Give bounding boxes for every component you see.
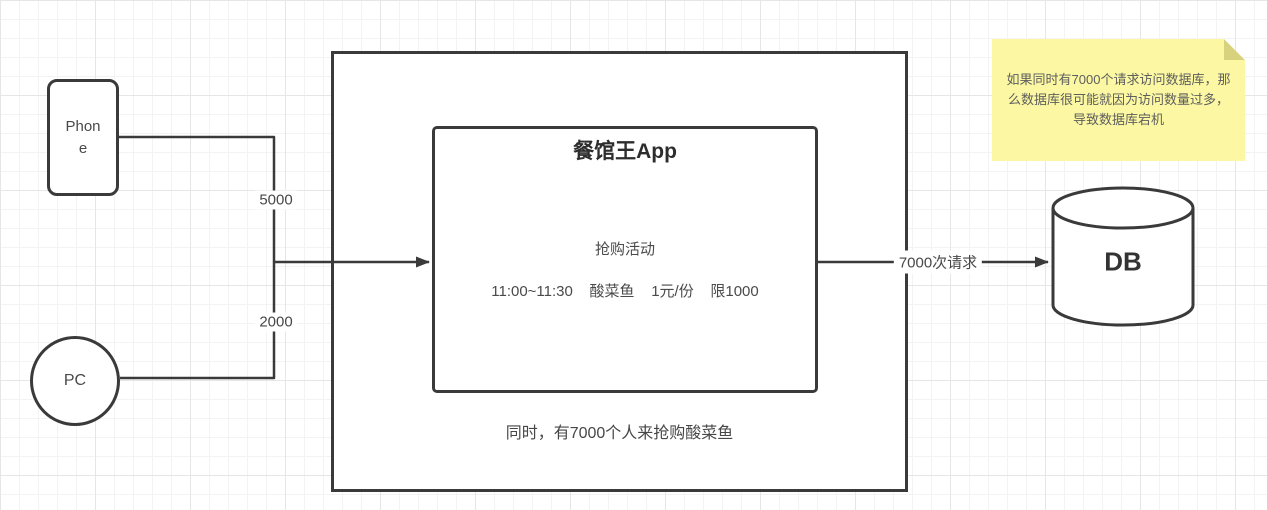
edge-phone-to-junction[interactable] (119, 135, 276, 262)
sticky-note-text: 如果同时有7000个请求访问数据库，那么数据库很可能就因为访问数量过多，导致数据… (1006, 72, 1231, 127)
pc-node[interactable]: PC (30, 336, 120, 426)
edge-label-db-requests: 7000次请求 (893, 250, 983, 274)
note-fold-corner-icon (1224, 39, 1245, 60)
activity-detail: 11:00~11:30 酸菜鱼 1元/份 限1000 (491, 283, 759, 300)
sticky-note[interactable]: 如果同时有7000个请求访问数据库，那么数据库很可能就因为访问数量过多，导致数据… (992, 39, 1245, 161)
phone-node-label: Phone (65, 117, 101, 157)
db-node-label: DB (1104, 246, 1142, 277)
db-cylinder-top (1051, 186, 1195, 230)
app-container-caption: 同时，有7000个人来抢购酸菜鱼 (505, 425, 734, 442)
edge-pc-to-junction[interactable] (120, 262, 276, 380)
activity-title: 抢购活动 (594, 241, 655, 258)
pc-node-label: PC (63, 372, 87, 389)
phone-node[interactable]: Phone (47, 79, 119, 196)
app-box[interactable]: 餐馆王App 抢购活动 11:00~11:30 酸菜鱼 1元/份 限1000 (432, 126, 818, 393)
edge-label-pc-requests: 2000 (254, 312, 298, 332)
edge-label-phone-requests: 5000 (254, 190, 298, 210)
app-title: 餐馆王App (573, 140, 677, 163)
